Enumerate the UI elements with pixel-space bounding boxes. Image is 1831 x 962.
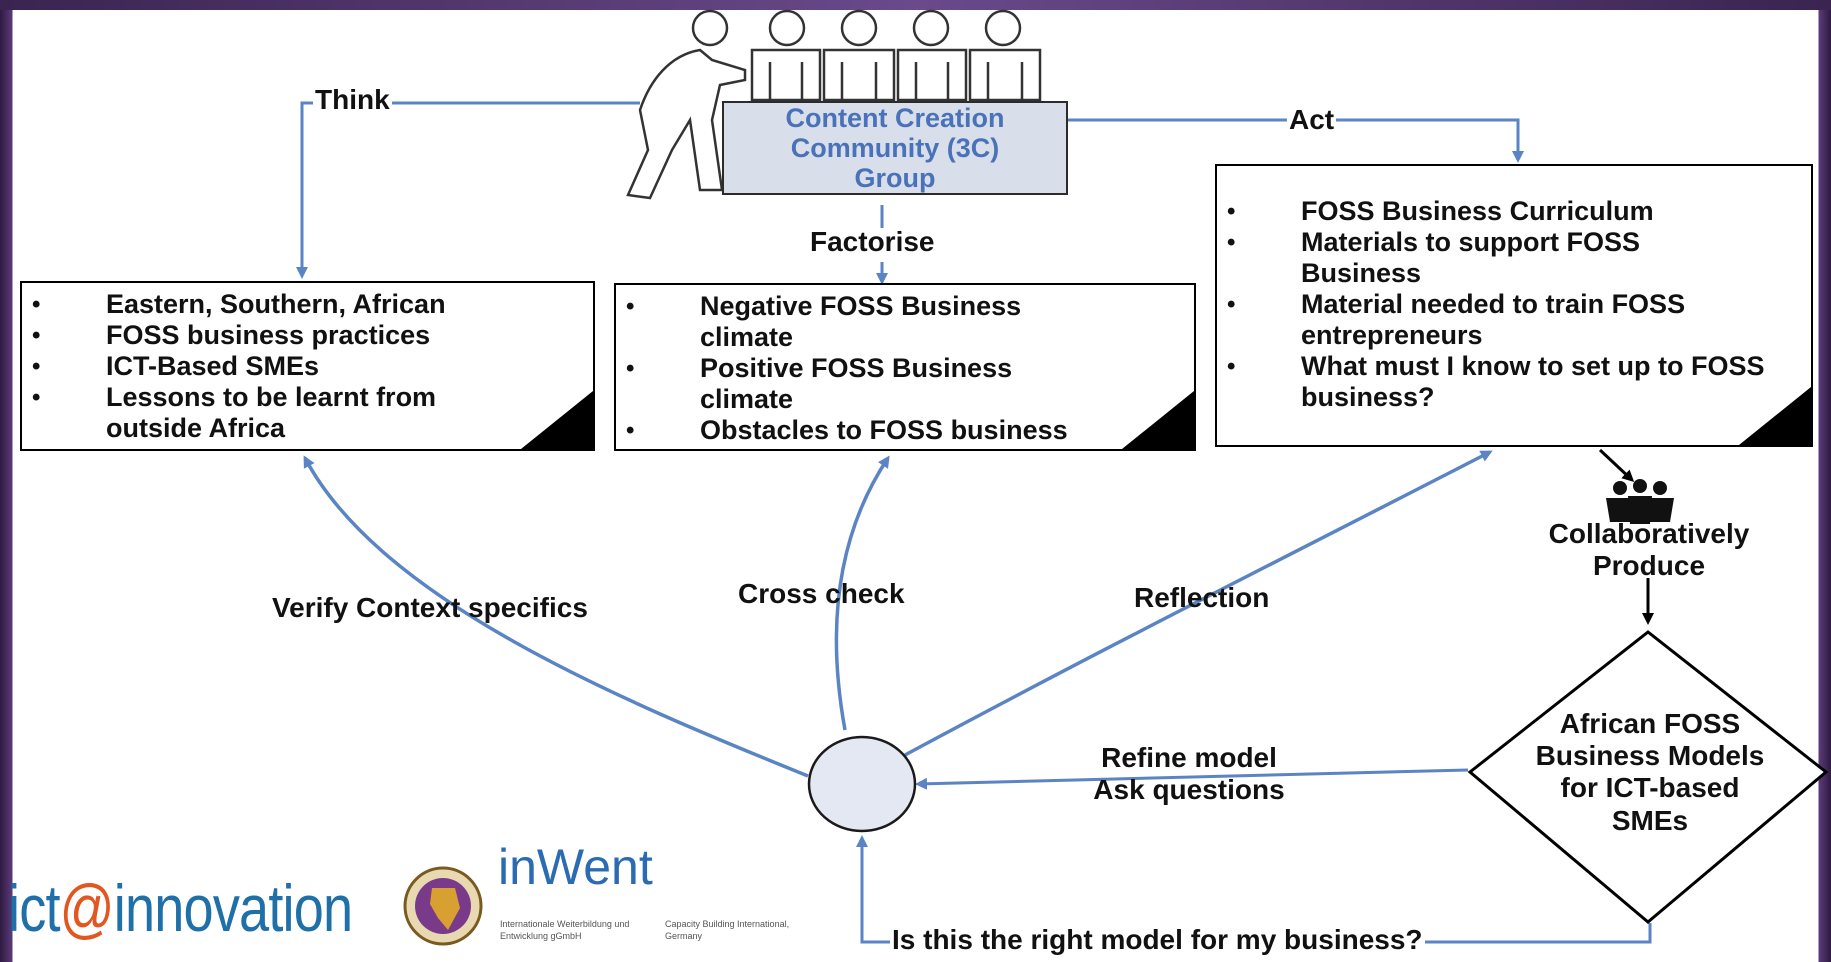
context-item: Eastern, Southern, African (26, 289, 589, 320)
group-title-line-3: Group (854, 163, 936, 193)
verify-label: Verify Context specifics (272, 592, 588, 623)
decision-line-2: Business Models (1535, 740, 1765, 772)
collaboration-icon (1606, 479, 1674, 524)
ict-prefix: ict (8, 871, 60, 945)
decision-line-1: African FOSS (1559, 708, 1741, 739)
invent-logo: inWent (498, 839, 653, 895)
climate-item: Obstacles to FOSS business (620, 415, 1190, 446)
collaboratively-produce-label: Collaboratively Produce (1512, 518, 1786, 582)
crosscheck-arrow (834, 455, 890, 731)
context-item: ICT-Based SMEs (26, 351, 589, 382)
cross-check-label: Cross check (738, 578, 905, 609)
box-corner (1122, 391, 1194, 449)
feedback-circle (807, 735, 917, 833)
think-label: Think (313, 84, 392, 117)
decision-diamond (1467, 630, 1829, 924)
context-item: FOSS business practices (26, 320, 589, 351)
reflection-arrow (904, 450, 1493, 757)
people-icon (626, 9, 1042, 200)
produce-arrow-top (1598, 448, 1635, 483)
group-title-line-2: Community (3C) (790, 133, 1000, 163)
collab-line-2: Produce (1592, 550, 1706, 582)
invent-subtitle-2: Capacity Building International, Germany (665, 919, 790, 941)
collab-line-1: Collaboratively (1548, 518, 1750, 549)
refine-line-1: Refine model (1101, 742, 1277, 773)
outputs-item: What must I know to set up to FOSS busin… (1221, 351, 1781, 413)
act-label: Act (1287, 104, 1337, 137)
ict-suffix: innovation (113, 871, 353, 945)
content-creation-group: Content Creation Community (3C) Group (722, 101, 1068, 195)
reflection-label: Reflection (1134, 582, 1270, 613)
outputs-item: FOSS Business Curriculum (1221, 196, 1807, 227)
decision-line-3: for ICT-based (1560, 772, 1740, 804)
climate-item: Negative FOSS Business climate (620, 291, 1100, 353)
group-title-line-1: Content Creation (785, 103, 1005, 133)
think-connector (296, 101, 640, 279)
fossfa-logo (403, 866, 483, 946)
refine-line-2: Ask questions (1093, 774, 1285, 806)
decision-label: African FOSS Business Models for ICT-bas… (1500, 708, 1800, 837)
decision-line-4: SMEs (1611, 804, 1689, 836)
climate-item: Positive FOSS Business climate (620, 353, 1100, 415)
act-connector (1068, 118, 1524, 163)
invent-subtitle-1: Internationale Weiterbildung und Entwick… (500, 919, 630, 941)
outputs-item: Material needed to train FOSS entreprene… (1221, 289, 1781, 351)
box-corner (521, 391, 593, 449)
question-label: Is this the right model for my business? (890, 924, 1425, 957)
refine-arrow (915, 768, 1469, 790)
context-item: Lessons to be learnt from outside Africa (26, 382, 486, 444)
factorise-label: Factorise (810, 226, 935, 257)
context-box: Eastern, Southern, African FOSS business… (20, 281, 595, 451)
refine-label: Refine model Ask questions (1052, 742, 1326, 806)
top-band (0, 0, 1831, 10)
ict-at: @ (59, 871, 115, 945)
verify-arrow (303, 455, 809, 778)
box-corner (1739, 387, 1811, 445)
ict-innovation-logo: ict@innovation (8, 870, 353, 946)
outputs-box: FOSS Business Curriculum Materials to su… (1215, 164, 1813, 447)
outputs-item: Materials to support FOSS Business (1221, 227, 1721, 289)
climate-box: Negative FOSS Business climate Positive … (614, 283, 1196, 451)
